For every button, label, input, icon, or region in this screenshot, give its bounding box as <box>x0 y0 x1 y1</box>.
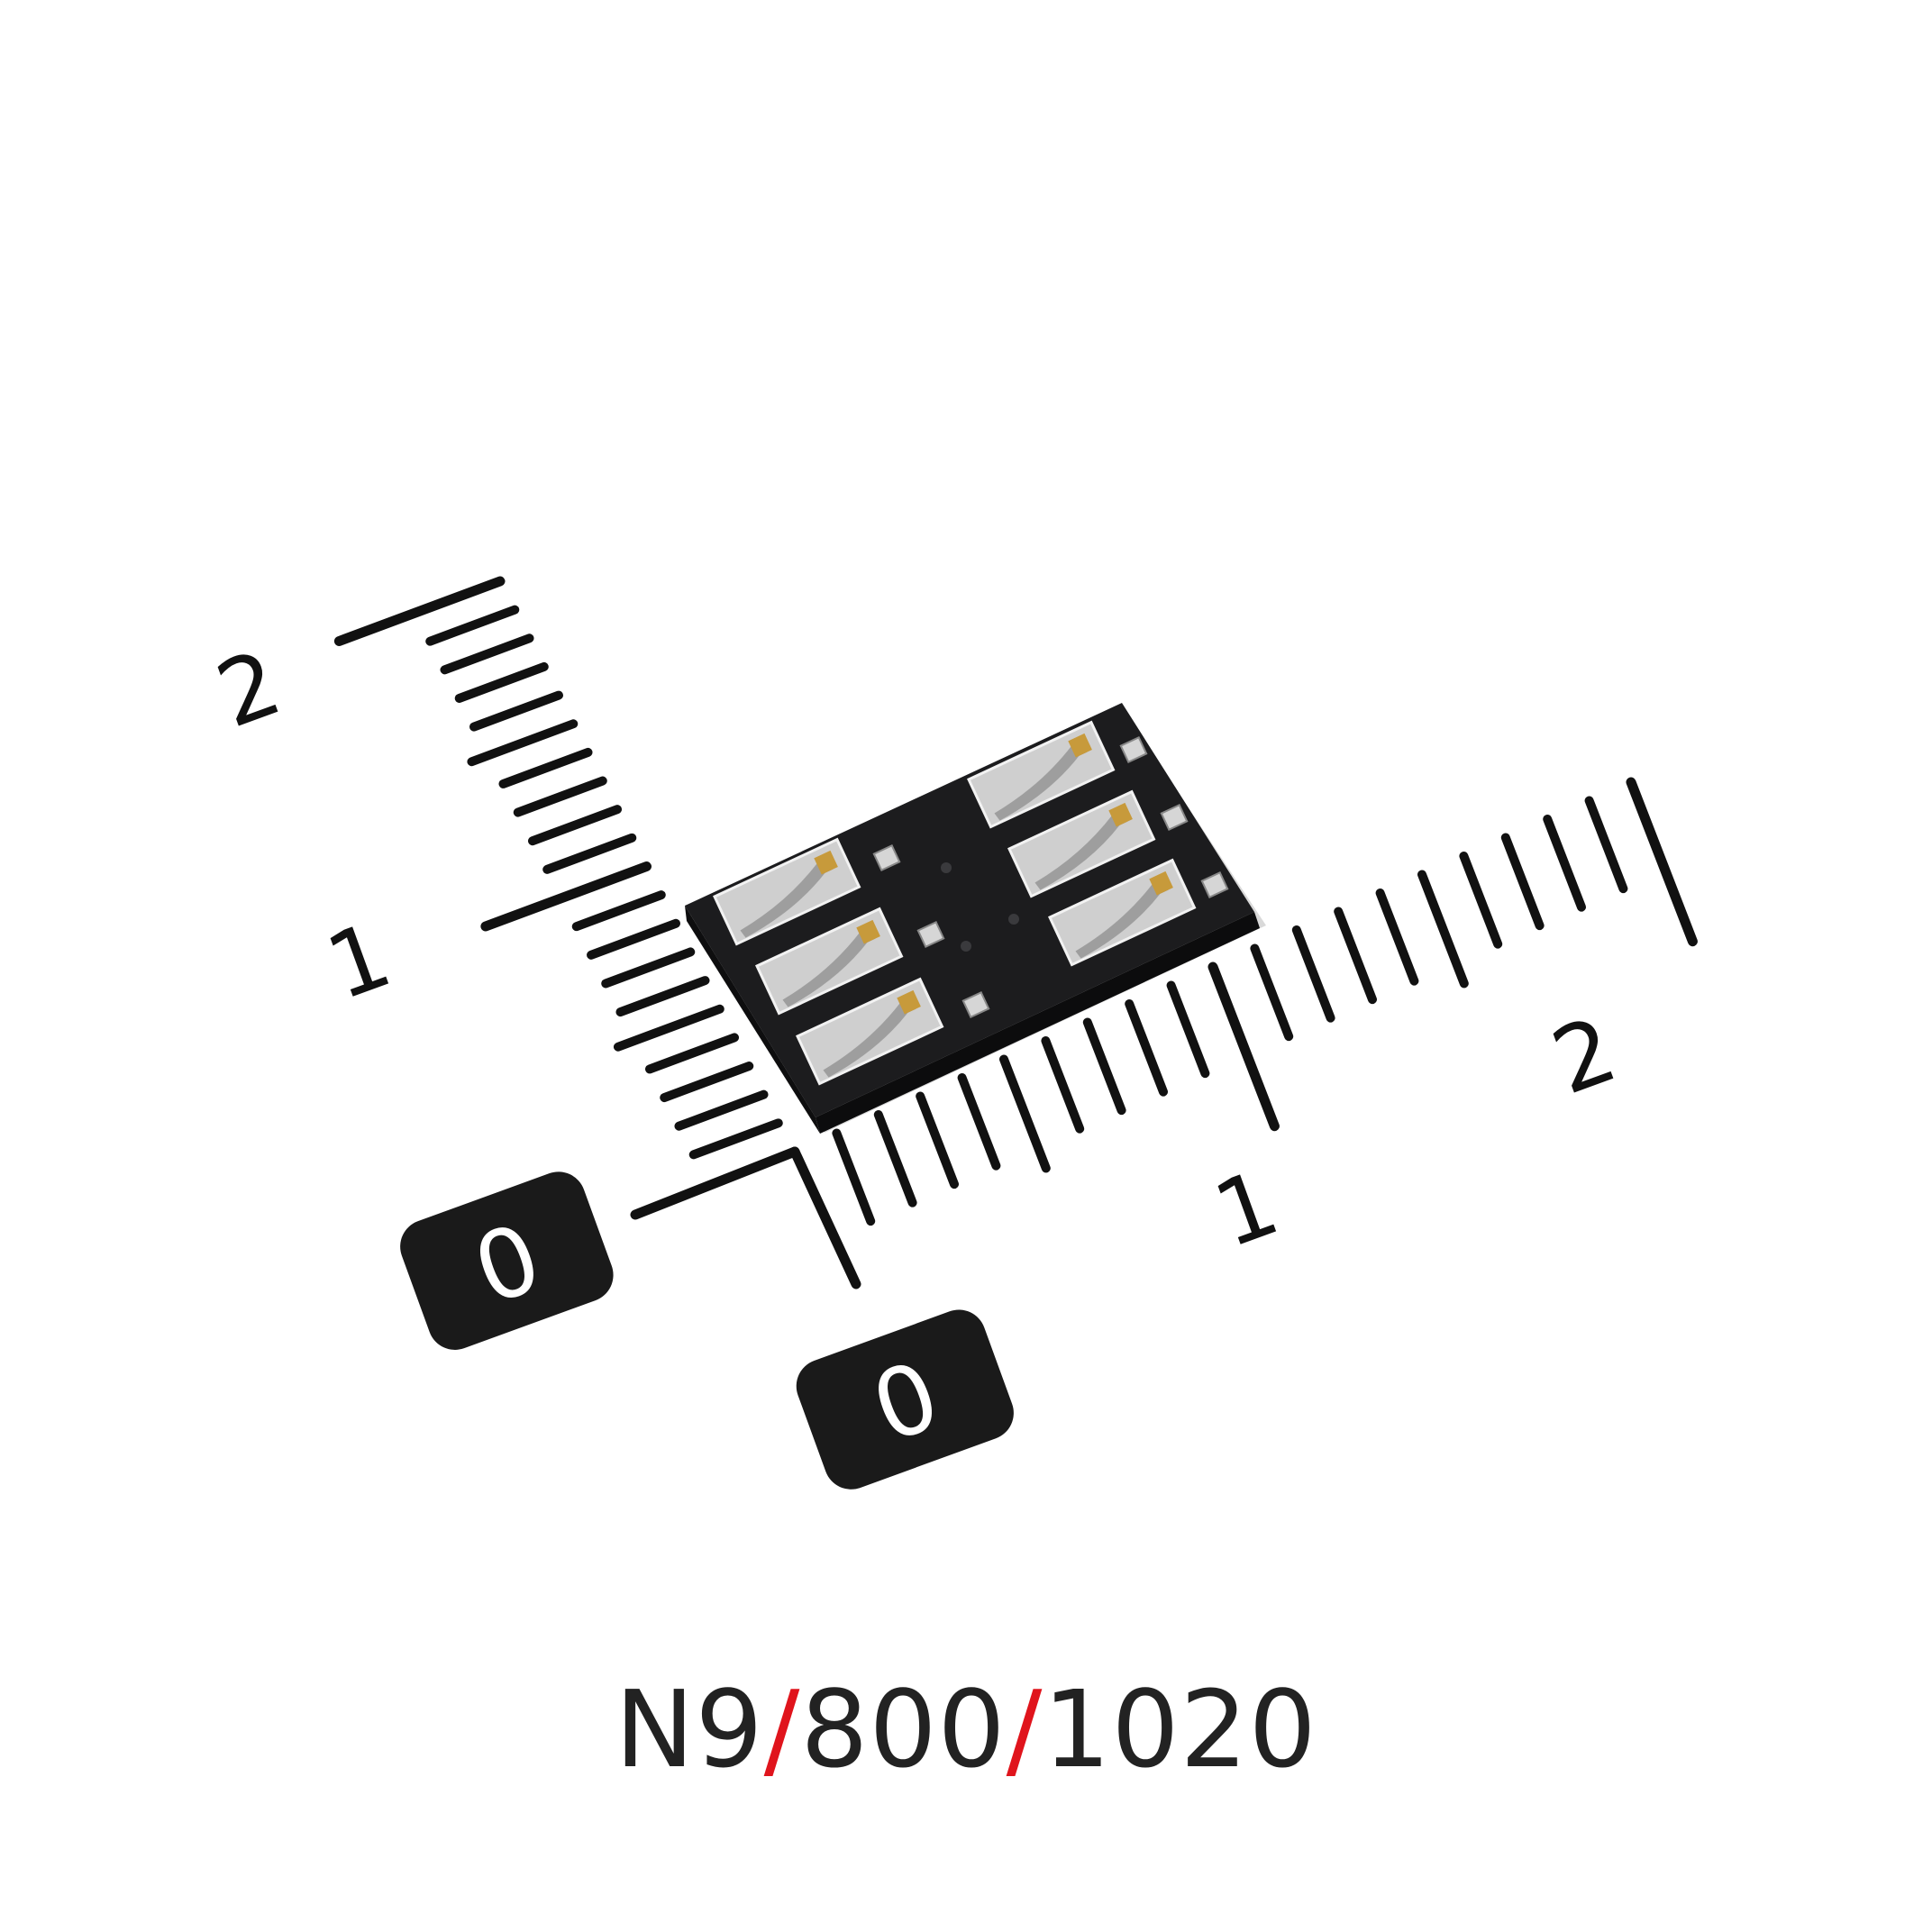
vertical-tick <box>645 1033 739 1074</box>
contact-slot <box>1048 858 1197 967</box>
connector-side-pads <box>872 735 1229 1019</box>
horizontal-tick <box>1291 925 1335 1023</box>
origin-badge-bottom: 0 <box>796 1309 1014 1490</box>
horizontal-tick <box>1041 1036 1085 1134</box>
contact-slot <box>713 837 861 946</box>
horizontal-tick <box>1250 943 1294 1042</box>
contact-slot <box>755 907 904 1016</box>
horizontal-tick <box>1626 777 1698 947</box>
horizontal-tick <box>1417 870 1469 989</box>
caption-model-n9: N9 <box>615 1667 764 1791</box>
horizontal-tick <box>873 1110 917 1208</box>
caption-model-800: 800 <box>800 1667 1007 1791</box>
vertical-tick <box>528 805 622 846</box>
caption-separator-2: / <box>1006 1667 1043 1791</box>
horizontal-tick <box>957 1073 1001 1171</box>
vertical-tick <box>454 661 549 703</box>
caption-separator-1: / <box>763 1667 801 1791</box>
vertical-tick <box>333 576 506 646</box>
model-caption: N9/800/1020 <box>0 1676 1932 1782</box>
horizontal-tick <box>1543 815 1586 912</box>
horizontal-tick <box>1500 833 1545 931</box>
ruler-origin-corner <box>630 1146 861 1290</box>
vertical-tick <box>660 1062 754 1103</box>
vertical-tick <box>674 1089 769 1131</box>
vertical-ruler-label-1: 1 <box>314 902 404 1021</box>
vertical-tick <box>513 776 607 817</box>
horizontal-tick <box>832 1128 876 1226</box>
horizontal-ruler-ticks <box>832 777 1698 1226</box>
contact-slot <box>1007 789 1156 898</box>
horizontal-ruler-label-1: 1 <box>1201 1150 1291 1269</box>
horizontal-tick <box>1459 852 1503 949</box>
vertical-tick <box>688 1118 783 1160</box>
horizontal-tick <box>916 1091 959 1189</box>
caption-model-1020: 1020 <box>1043 1667 1317 1791</box>
contact-slot <box>967 720 1116 829</box>
horizontal-tick <box>1375 889 1419 986</box>
horizontal-tick <box>1208 961 1280 1132</box>
connector-contacts <box>713 720 1197 1086</box>
horizontal-tick <box>1166 980 1210 1079</box>
contact-slot <box>796 977 944 1086</box>
horizontal-ruler-label-2: 2 <box>1539 997 1629 1116</box>
vertical-tick <box>467 719 579 767</box>
horizontal-tick <box>1334 907 1377 1005</box>
vertical-tick <box>480 861 652 932</box>
vertical-tick <box>425 605 520 646</box>
vertical-tick <box>440 633 534 675</box>
origin-badge-left: 0 <box>400 1171 614 1350</box>
vertical-tick <box>613 1004 724 1052</box>
horizontal-tick <box>1584 796 1628 894</box>
vertical-tick <box>469 690 563 732</box>
horizontal-tick <box>1125 999 1168 1097</box>
vertical-tick <box>601 947 696 989</box>
horizontal-tick <box>999 1054 1051 1173</box>
vertical-tick <box>615 976 710 1017</box>
vertical-tick <box>587 918 680 960</box>
vertical-ruler-ticks <box>333 576 783 1160</box>
sim-card-connector <box>685 703 1266 1134</box>
vertical-ruler-label-2: 2 <box>204 630 294 749</box>
horizontal-tick <box>1082 1017 1126 1116</box>
vertical-tick <box>571 890 666 932</box>
vertical-tick <box>498 747 593 788</box>
vertical-tick <box>542 833 637 874</box>
connector-holes <box>941 862 1019 952</box>
